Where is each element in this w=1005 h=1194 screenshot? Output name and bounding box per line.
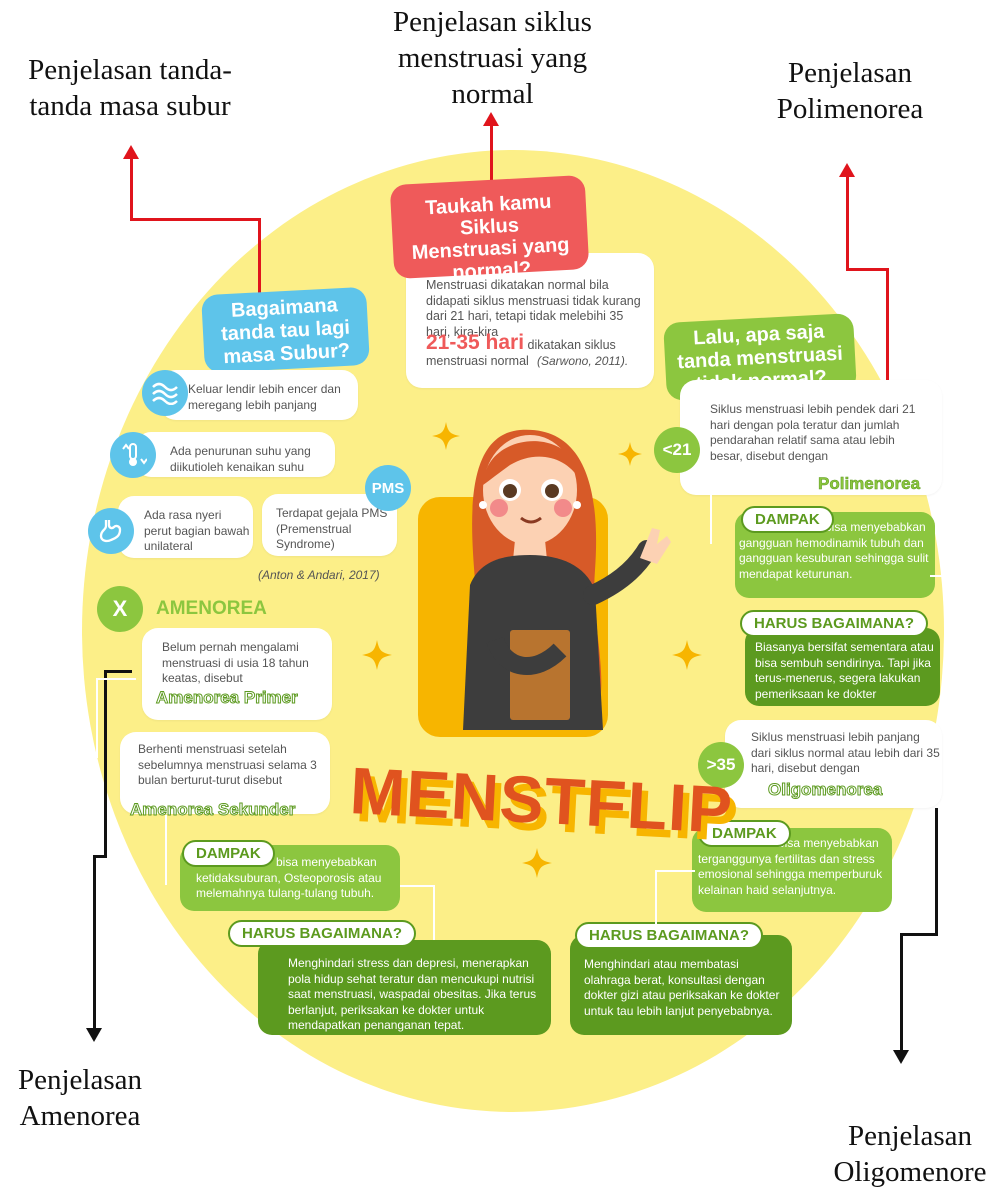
thermometer-icon <box>110 432 156 478</box>
arrow-oligo-v2 <box>900 933 903 1053</box>
poli-harus-box: Biasanya bersifat sementara atau bisa se… <box>745 628 940 706</box>
connector-line <box>655 870 695 872</box>
amen-sekunder-text: Berhenti menstruasi setelah sebelumnya m… <box>138 742 317 787</box>
amen-harus: Menghindari stress dan depresi, menerapk… <box>288 956 537 1032</box>
poli-dampak-box: bisa menyebabkan gangguan hemodinamik tu… <box>735 512 935 598</box>
normal-cycle-text2: dikatakan siklus menstruasi normal <box>426 338 616 368</box>
sparkle-icon <box>432 422 460 450</box>
poli-badge: <21 <box>654 427 700 473</box>
oligo-dampak-pill: DAMPAK <box>698 820 791 847</box>
connector-line <box>400 885 435 887</box>
poli-term: Polimenorea <box>818 474 921 494</box>
amen-badge: X <box>97 586 143 632</box>
label-amenorea: Penjelasan Amenorea <box>17 1064 142 1132</box>
normal-cycle-text: Menstruasi dikatakan normal bila didapat… <box>426 278 641 339</box>
arrow-amen-h2 <box>93 855 107 858</box>
connector-line <box>96 678 98 758</box>
stomach-icon <box>88 508 134 554</box>
fertile-item-2-card: Ada penurunan suhu yang diikutioleh kena… <box>135 432 335 477</box>
fertile-item-3-card: Ada rasa nyeri perut bagian bawah unilat… <box>118 496 253 558</box>
arrow-normal-head <box>483 112 499 126</box>
connector-line <box>948 575 950 643</box>
label-oligomenore: Penjelasan Oligomenore <box>833 1120 987 1188</box>
arrow-oligo-v1 <box>935 808 938 936</box>
amen-dampak: bisa menyebabkan ketidaksuburan, Osteopo… <box>196 855 382 900</box>
mucus-wave-icon <box>142 370 188 416</box>
arrow-masa-subur-v1 <box>258 218 261 298</box>
oligo-badge: >35 <box>698 742 744 788</box>
arrow-masa-subur-v2 <box>130 158 133 221</box>
fertile-citation: (Anton & Andari, 2017) <box>258 568 380 582</box>
oligo-card: Siklus menstruasi lebih panjang dari sik… <box>725 720 942 808</box>
normal-cycle-highlight-row: 21-35 hari dikatakan siklus menstruasi n… <box>426 332 651 369</box>
oligo-text: Siklus menstruasi lebih panjang dari sik… <box>751 730 940 775</box>
connector-line <box>165 815 167 885</box>
connector-line <box>710 492 712 544</box>
poli-harus-pill: HARUS BAGAIMANA? <box>740 610 928 637</box>
normal-cycle-heading: Taukah kamu Siklus Menstruasi yang norma… <box>389 174 590 284</box>
arrow-amen-v1 <box>104 670 107 858</box>
pms-icon: PMS <box>365 465 411 511</box>
oligo-harus-box: Menghindari atau membatasi olahraga bera… <box>570 935 792 1035</box>
oligo-term: Oligomenorea <box>767 780 883 800</box>
amen-primer-term: Amenorea Primer <box>156 688 299 708</box>
sparkle-icon <box>522 848 552 878</box>
amen-sekunder-card: Berhenti menstruasi setelah sebelumnya m… <box>120 732 330 814</box>
poli-dampak: bisa menyebabkan gangguan hemodinamik tu… <box>739 520 929 581</box>
arrow-amen-h <box>104 670 132 673</box>
arrow-masa-subur-h <box>130 218 261 221</box>
poli-text: Siklus menstruasi lebih pendek dari 21 h… <box>710 402 916 463</box>
connector-line <box>930 575 950 577</box>
amen-dampak-pill: DAMPAK <box>182 840 275 867</box>
arrow-amen-v2 <box>93 855 96 1030</box>
oligo-harus-pill: HARUS BAGAIMANA? <box>575 922 763 949</box>
amen-harus-box: Menghindari stress dan depresi, menerapk… <box>258 940 551 1035</box>
sparkle-icon <box>618 442 642 466</box>
sparkle-icon <box>672 640 702 670</box>
oligo-harus: Menghindari atau membatasi olahraga bera… <box>584 957 780 1018</box>
arrow-poli-h <box>846 268 889 271</box>
oligo-dampak: bisa menyebabkan terganggunya fertilitas… <box>698 836 883 897</box>
normal-cycle-card: Menstruasi dikatakan normal bila didapat… <box>406 253 654 388</box>
connector-line <box>433 885 435 940</box>
label-siklus-normal: Penjelasan siklus menstruasi yang normal <box>393 6 592 110</box>
poli-harus: Biasanya bersifat sementara atau bisa se… <box>755 640 934 701</box>
fertile-item-1-card: Keluar lendir lebih encer dan meregang l… <box>160 370 358 420</box>
arrow-normal-v <box>490 125 493 185</box>
fertile-heading: Bagaimana tanda tau lagi masa Subur? <box>201 286 370 374</box>
arrow-masa-subur-head <box>123 145 139 159</box>
poli-card: Siklus menstruasi lebih pendek dari 21 h… <box>680 380 942 495</box>
normal-cycle-citation: (Sarwono, 2011). <box>537 354 629 368</box>
oligo-dampak-box: bisa menyebabkan terganggunya fertilitas… <box>692 828 892 912</box>
amen-harus-pill: HARUS BAGAIMANA? <box>228 920 416 947</box>
fertile-item-1: Keluar lendir lebih encer dan meregang l… <box>188 382 341 412</box>
arrow-amen-head <box>86 1028 102 1042</box>
label-polimenorea: Penjelasan Polimenorea <box>776 57 924 125</box>
amen-primer-card: Belum pernah mengalami menstruasi di usi… <box>142 628 332 720</box>
arrow-poli-head <box>839 163 855 177</box>
label-masa-subur: Penjelasan tanda-tanda masa subur <box>28 54 232 122</box>
fertile-item-4: Terdapat gejala PMS (Premenstrual Syndro… <box>276 506 388 551</box>
arrow-oligo-head <box>893 1050 909 1064</box>
amen-primer-text: Belum pernah mengalami menstruasi di usi… <box>162 640 309 685</box>
connector-line <box>96 678 136 680</box>
arrow-oligo-h <box>900 933 938 936</box>
poli-dampak-pill: DAMPAK <box>741 506 834 533</box>
arrow-poli-v1 <box>886 268 889 383</box>
fertile-item-2: Ada penurunan suhu yang diikutioleh kena… <box>170 444 311 474</box>
fertile-item-3: Ada rasa nyeri perut bagian bawah unilat… <box>144 508 250 553</box>
arrow-poli-v2 <box>846 176 849 271</box>
connector-line <box>655 870 657 925</box>
amen-sekunder-term: Amenorea Sekunder <box>129 800 296 820</box>
amen-heading: AMENOREA <box>156 598 267 619</box>
normal-cycle-highlight: 21-35 hari <box>426 331 525 354</box>
woman-illustration <box>463 429 671 730</box>
sparkle-icon <box>362 640 392 670</box>
